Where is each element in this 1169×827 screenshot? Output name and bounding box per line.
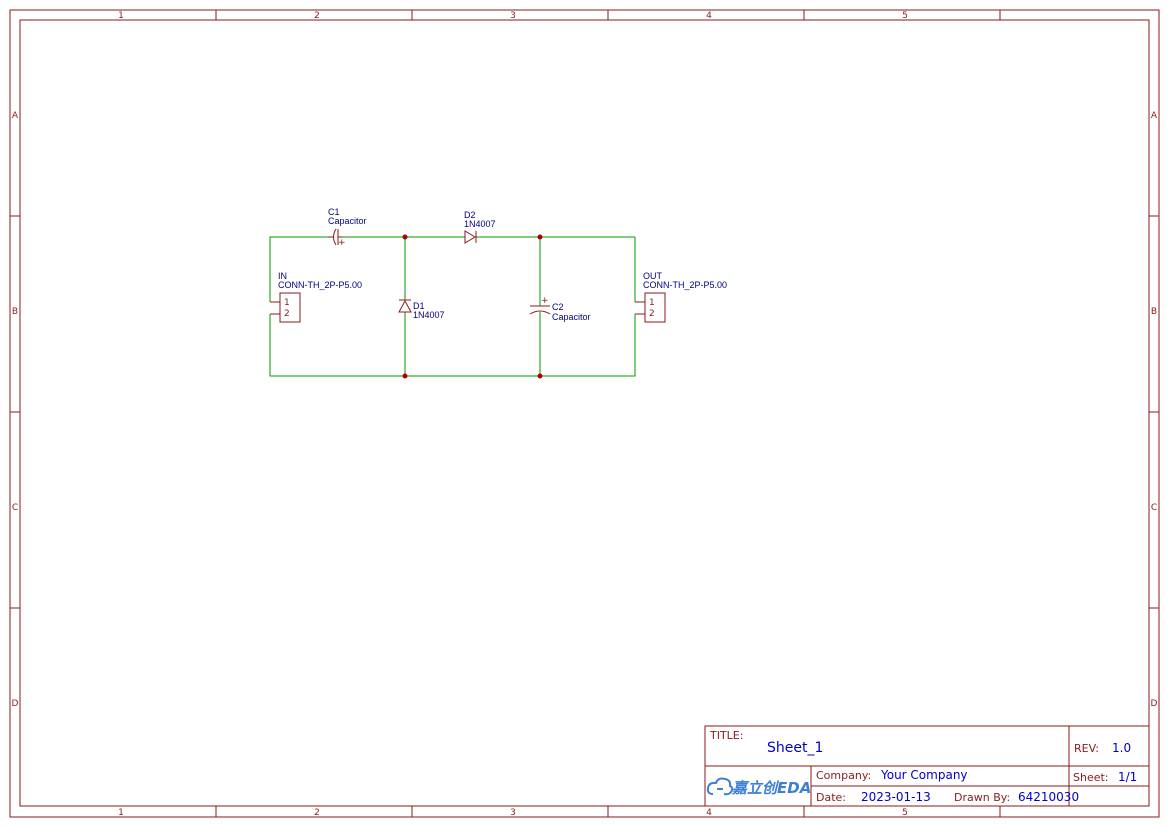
column-label: 3 — [510, 11, 516, 21]
diode-d2[interactable]: D2 1N4007 — [464, 210, 496, 244]
junction-dot — [402, 234, 408, 240]
out-pin-2-label: 2 — [649, 309, 655, 319]
sheet-value: 1/1 — [1118, 770, 1137, 784]
column-label: 4 — [706, 808, 712, 818]
title-label: TITLE: — [709, 729, 743, 742]
d2-ref-label: D2 — [464, 210, 476, 220]
capacitor-c1[interactable]: + C1 Capacitor — [328, 207, 367, 248]
c2-ref-label: C2 — [552, 302, 564, 312]
out-value-label: CONN-TH_2P-P5.00 — [643, 280, 727, 290]
d1-ref-label: D1 — [413, 301, 425, 311]
company-value: Your Company — [880, 768, 968, 782]
title-block: TITLE: Sheet_1 REV: 1.0 Company: Your Co… — [704, 725, 1150, 807]
cloud-icon — [706, 777, 734, 796]
title-value: Sheet_1 — [767, 740, 823, 756]
c2-polarity-mark: + — [541, 296, 549, 306]
column-label: 2 — [314, 11, 320, 21]
d2-value-label: 1N4007 — [464, 219, 496, 229]
capacitor-c2[interactable]: + C2 Capacitor — [529, 296, 591, 322]
frame-row-labels-left: A B C D — [12, 111, 19, 709]
c1-ref-label: C1 — [328, 207, 340, 217]
junction-dot — [402, 373, 408, 379]
sheet-label: Sheet: — [1073, 771, 1109, 784]
company-label: Company: — [816, 769, 871, 782]
in-pin-2-label: 2 — [284, 309, 290, 319]
junction-dot — [537, 373, 543, 379]
c1-value-label: Capacitor — [328, 216, 367, 226]
in-ref-label: IN — [278, 271, 287, 281]
row-label: D — [12, 699, 19, 709]
row-label: B — [12, 307, 18, 317]
c1-polarity-mark: + — [338, 238, 346, 248]
eda-logo-text: 嘉立创EDA — [731, 779, 811, 797]
junction-dot — [537, 234, 543, 240]
c2-value-label: Capacitor — [552, 312, 591, 322]
row-label: A — [12, 111, 19, 121]
rev-value: 1.0 — [1112, 741, 1131, 755]
date-label: Date: — [816, 791, 846, 804]
out-ref-label: OUT — [643, 271, 663, 281]
junctions — [402, 234, 543, 379]
column-label: 5 — [902, 808, 908, 818]
row-label: D — [1151, 699, 1158, 709]
diode-d1[interactable]: D1 1N4007 — [398, 299, 445, 320]
row-label: C — [1151, 503, 1157, 513]
in-value-label: CONN-TH_2P-P5.00 — [278, 280, 362, 290]
in-pin-1-label: 1 — [284, 298, 290, 308]
row-label: B — [1151, 307, 1157, 317]
sheet-frame — [9, 9, 1160, 818]
column-label: 5 — [902, 11, 908, 21]
row-label: A — [1151, 111, 1158, 121]
frame-column-labels-bottom: 1 2 3 4 5 — [118, 808, 908, 818]
column-label: 2 — [314, 808, 320, 818]
drawn-by-value: 64210030 — [1018, 790, 1079, 804]
row-label: C — [12, 503, 18, 513]
frame-column-labels-top: 1 2 3 4 5 — [118, 11, 908, 21]
drawn-by-label: Drawn By: — [954, 791, 1010, 804]
wires — [269, 236, 636, 377]
column-label: 1 — [118, 11, 124, 21]
column-label: 1 — [118, 808, 124, 818]
frame-row-labels-right: A B C D — [1151, 111, 1158, 709]
eda-logo: 嘉立创EDA — [706, 777, 811, 797]
date-value: 2023-01-13 — [861, 790, 931, 804]
d1-value-label: 1N4007 — [413, 310, 445, 320]
rev-label: REV: — [1074, 742, 1099, 755]
column-label: 4 — [706, 11, 712, 21]
out-pin-1-label: 1 — [649, 298, 655, 308]
column-label: 3 — [510, 808, 516, 818]
connector-in[interactable]: 1 2 IN CONN-TH_2P-P5.00 — [270, 271, 362, 323]
connector-out[interactable]: 1 2 OUT CONN-TH_2P-P5.00 — [635, 271, 727, 323]
